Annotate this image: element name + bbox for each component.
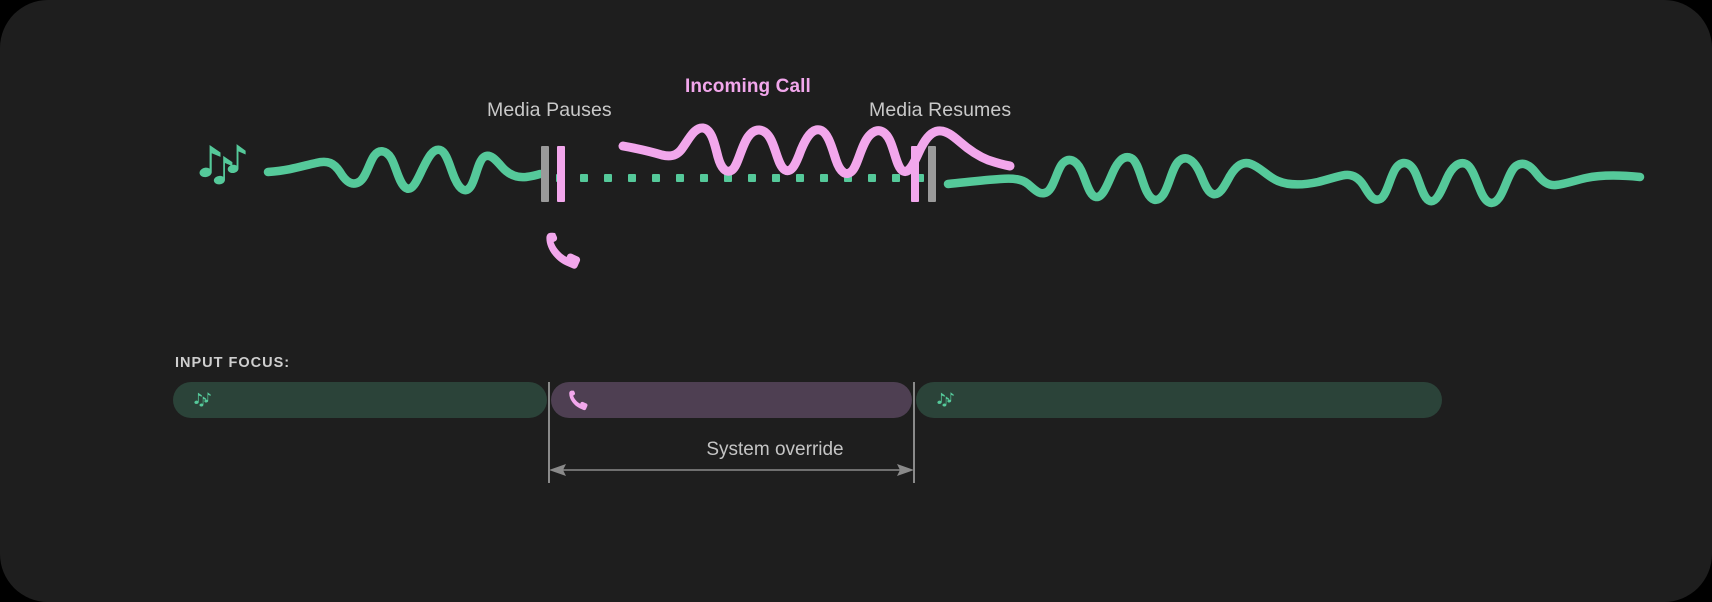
pause-marker-pink — [557, 146, 565, 202]
audio-timeline: Media Pauses Incoming Call Media Resumes — [199, 76, 1645, 269]
resume-marker-gray — [928, 146, 936, 202]
input-focus-title: INPUT FOCUS: — [175, 355, 291, 371]
system-override-annotation — [548, 382, 915, 483]
label-media-pauses: Media Pauses — [487, 99, 612, 121]
focus-chip-media-left[interactable] — [173, 382, 547, 418]
focus-chip-media-right[interactable] — [916, 382, 1442, 418]
label-incoming-call: Incoming Call — [685, 76, 811, 97]
pause-marker-gray — [541, 146, 549, 202]
timeline-graphics — [199, 123, 1645, 269]
music-notes-icon — [934, 390, 956, 410]
waveform-media-after — [943, 153, 1645, 208]
focus-chip-call[interactable] — [551, 382, 912, 418]
input-focus-section: INPUT FOCUS: — [0, 330, 1712, 602]
waveform-incoming-call — [618, 123, 1015, 178]
waveform-media-before — [263, 145, 545, 195]
label-media-resumes: Media Resumes — [869, 99, 1012, 121]
paused-media-dotted-line — [556, 174, 924, 182]
phone-icon — [546, 232, 581, 269]
override-arrowhead-left — [549, 464, 566, 476]
override-arrowhead-right — [897, 464, 914, 476]
music-notes-icon — [191, 390, 213, 410]
resume-marker-pink — [911, 146, 919, 202]
phone-icon — [569, 390, 588, 411]
music-notes-icon — [199, 144, 246, 185]
